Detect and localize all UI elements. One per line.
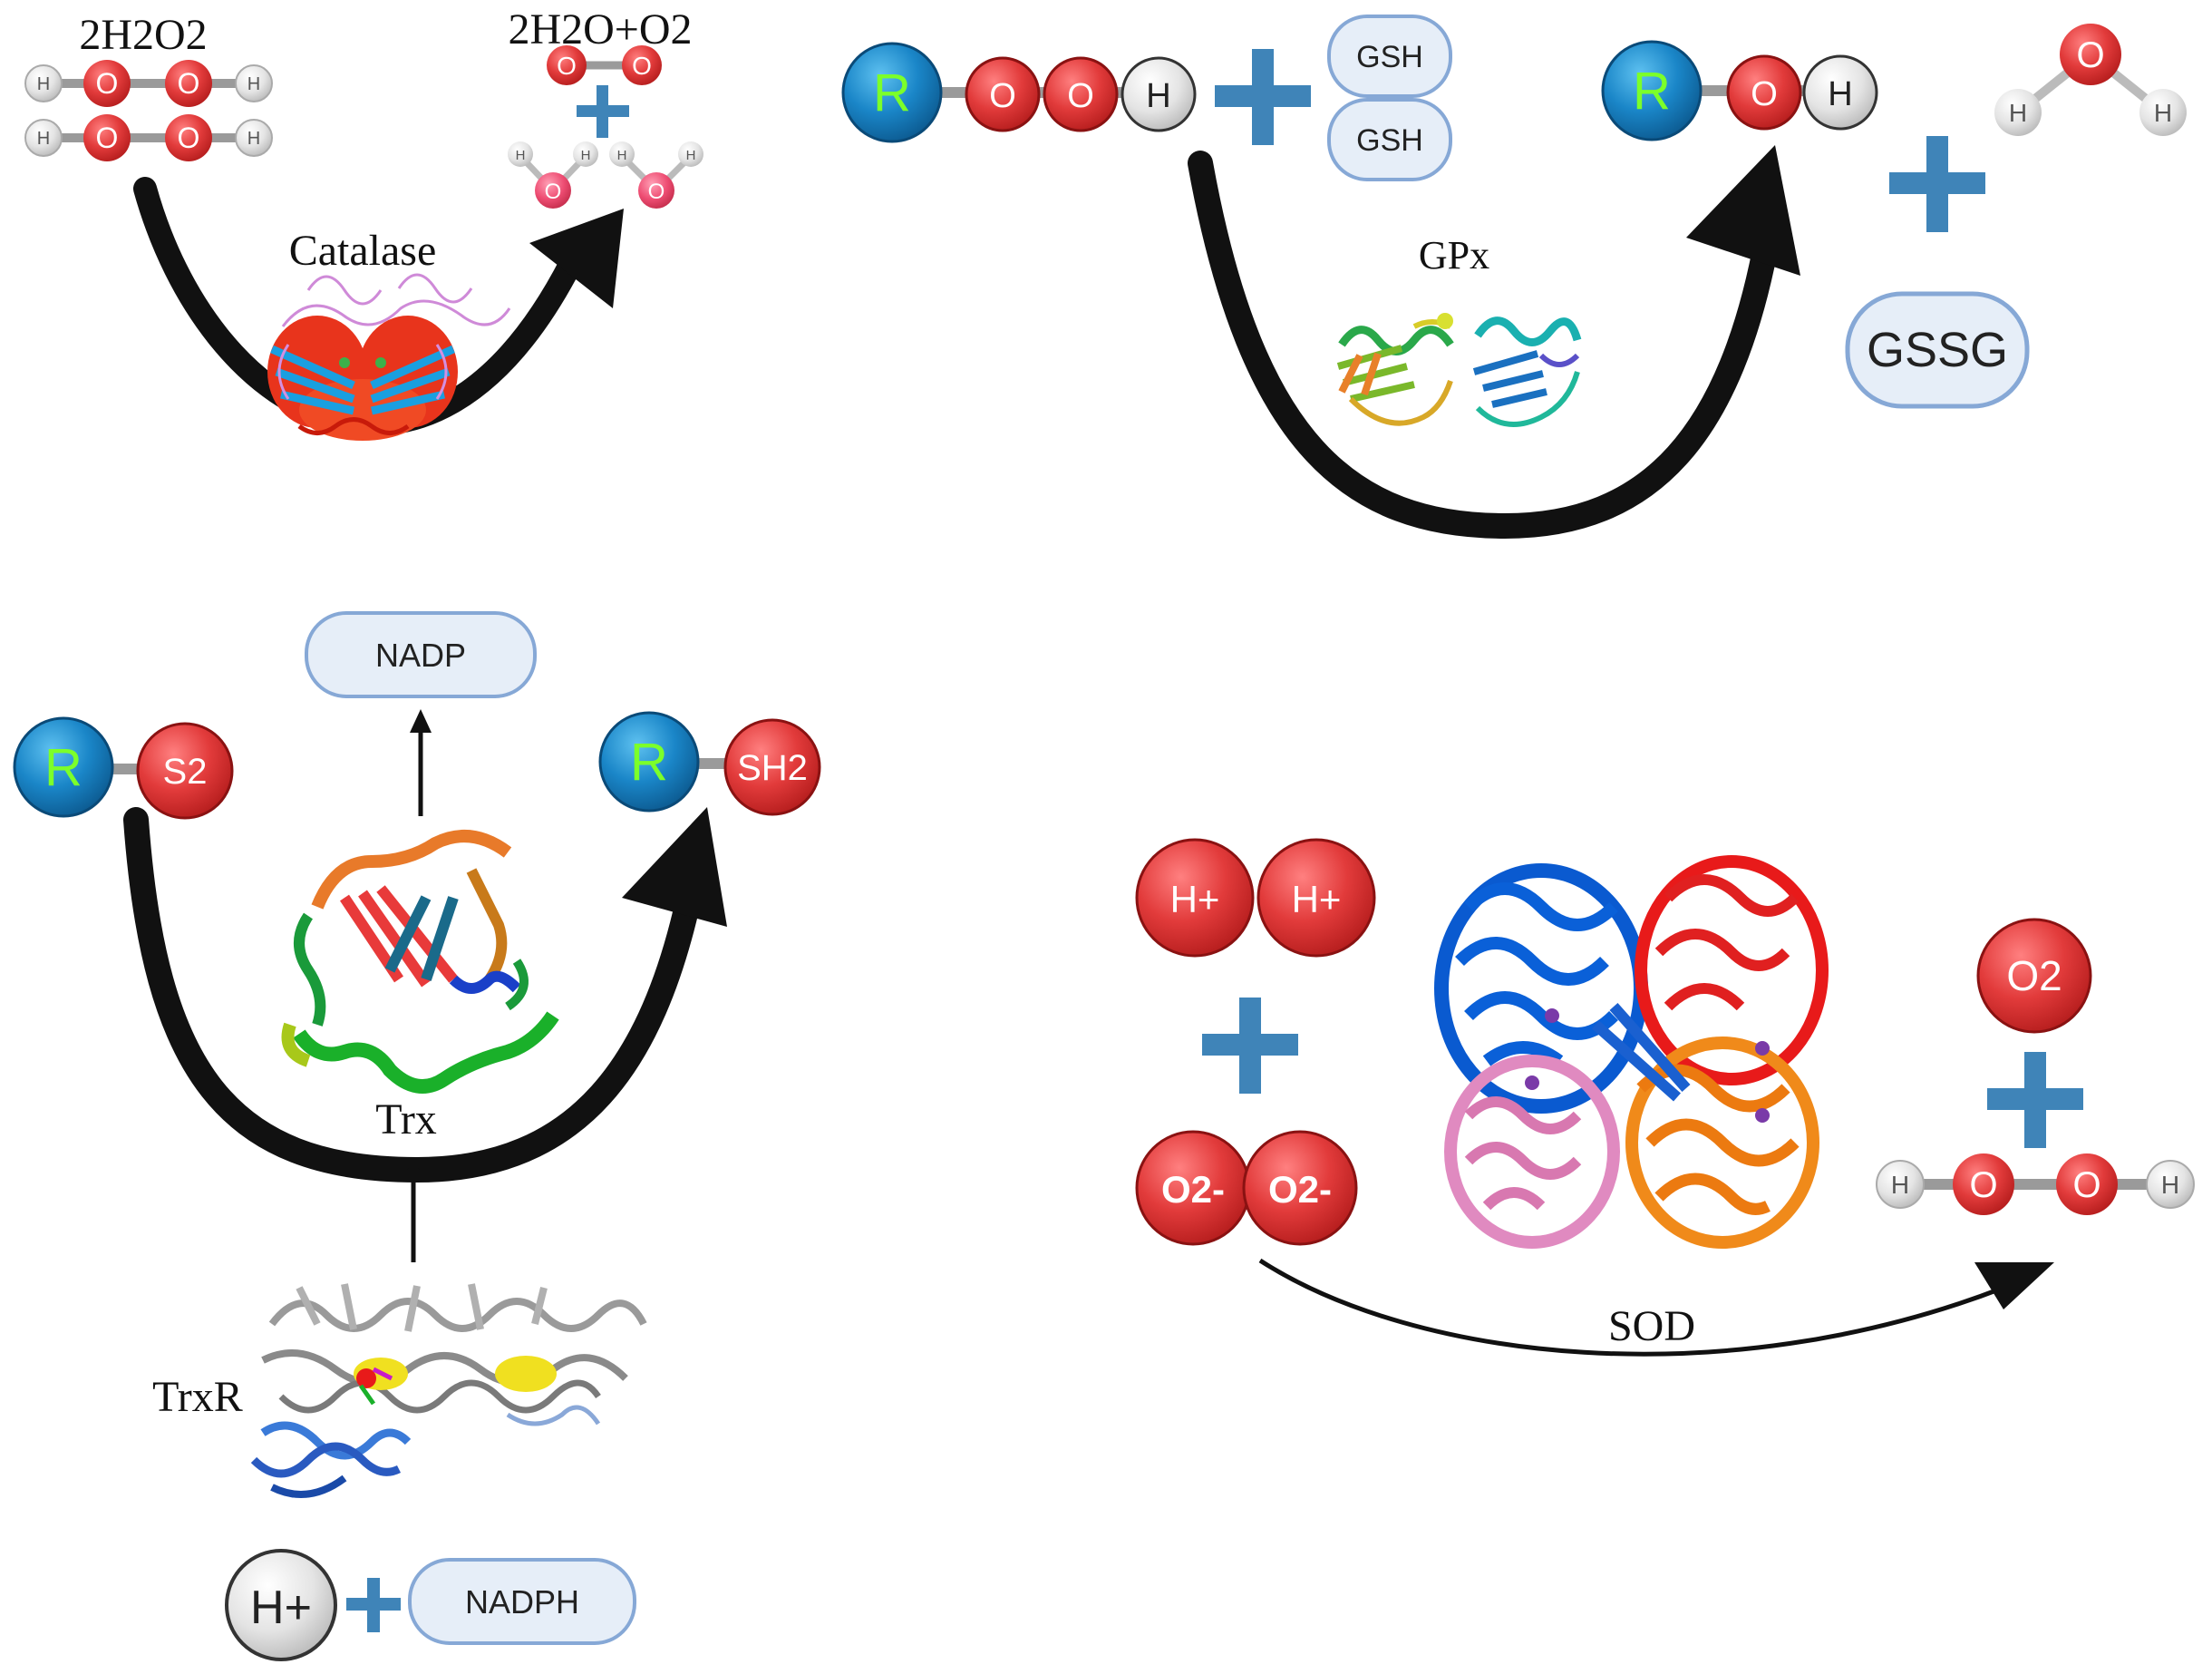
arrowhead-icon bbox=[1686, 145, 1800, 276]
svg-text:O: O bbox=[178, 67, 200, 100]
hydrogen-peroxide-molecule: H O O H bbox=[1876, 1153, 2195, 1215]
catalase-product-label: 2H2O+O2 bbox=[508, 5, 692, 54]
svg-text:H: H bbox=[1891, 1171, 1909, 1199]
svg-text:O: O bbox=[632, 52, 652, 80]
trxr-protein-structure bbox=[250, 1283, 647, 1498]
plus-icon bbox=[1202, 998, 1298, 1094]
water-molecule: H H O bbox=[1994, 24, 2187, 136]
svg-text:O2-: O2- bbox=[1268, 1168, 1332, 1211]
gpx-reaction-arrow bbox=[1188, 151, 1780, 540]
svg-text:GSH: GSH bbox=[1356, 123, 1423, 158]
trxr-enzyme-label: TrxR bbox=[152, 1373, 243, 1421]
svg-text:O: O bbox=[2076, 35, 2104, 75]
proton-molecule: H+ bbox=[225, 1549, 337, 1661]
gpx-panel: R O O H GSH GSH R O H bbox=[841, 15, 2187, 540]
catalase-protein-structure bbox=[267, 273, 511, 441]
svg-text:H: H bbox=[581, 148, 591, 163]
gpx-protein-structure bbox=[1336, 313, 1582, 427]
catalase-substrate-label: 2H2O2 bbox=[79, 11, 207, 59]
gsh-pill: GSH bbox=[1327, 15, 1452, 98]
svg-text:R: R bbox=[873, 63, 911, 122]
svg-text:O: O bbox=[557, 52, 577, 80]
trx-enzyme-label: Trx bbox=[375, 1095, 437, 1144]
svg-text:H: H bbox=[247, 129, 260, 149]
hydrogen-peroxide-molecule: H O O H bbox=[24, 114, 273, 161]
trx-protein-structure bbox=[281, 830, 559, 1094]
sod-panel: H+ H+ O2- O2- bbox=[1135, 838, 2195, 1357]
svg-text:H: H bbox=[2154, 99, 2172, 127]
hydrogen-peroxide-molecule: H O O H bbox=[24, 60, 273, 107]
svg-text:O2: O2 bbox=[2006, 952, 2062, 999]
arrowhead-icon bbox=[622, 807, 727, 927]
oxygen-molecule: O2 bbox=[1976, 918, 2092, 1034]
svg-text:O: O bbox=[178, 122, 200, 154]
water-molecule: H H O bbox=[609, 141, 703, 209]
svg-text:GSH: GSH bbox=[1356, 40, 1423, 74]
plus-icon bbox=[1987, 1052, 2083, 1148]
oxygen-molecule: O O bbox=[547, 45, 662, 85]
plus-icon bbox=[1889, 136, 1985, 232]
svg-text:R: R bbox=[630, 733, 668, 792]
plus-icon bbox=[1215, 49, 1311, 145]
svg-text:R: R bbox=[44, 738, 82, 797]
svg-text:O: O bbox=[545, 180, 562, 204]
svg-text:O2-: O2- bbox=[1161, 1168, 1225, 1211]
disulfide-molecule: R S2 bbox=[13, 716, 234, 820]
arrowhead-icon bbox=[410, 709, 432, 733]
nadph-pill: NADPH bbox=[408, 1558, 636, 1645]
proton-molecule: H+ bbox=[1135, 838, 1255, 958]
gssg-pill: GSSG bbox=[1845, 291, 2030, 409]
svg-text:H: H bbox=[2161, 1171, 2179, 1199]
sod-enzyme-label: SOD bbox=[1608, 1302, 1695, 1350]
water-molecule: H H O bbox=[508, 141, 598, 209]
arrowhead-icon bbox=[529, 209, 624, 308]
svg-text:H: H bbox=[37, 74, 50, 94]
sod-protein-structure bbox=[1434, 855, 1829, 1249]
svg-text:S2: S2 bbox=[163, 752, 208, 792]
svg-text:H: H bbox=[516, 148, 526, 163]
svg-text:NADP: NADP bbox=[375, 637, 466, 674]
svg-text:H+: H+ bbox=[250, 1582, 312, 1634]
svg-text:H: H bbox=[1828, 75, 1852, 113]
proton-molecule: H+ bbox=[1256, 838, 1376, 958]
plus-icon bbox=[577, 85, 629, 138]
svg-text:H: H bbox=[617, 148, 627, 163]
sod-reaction-arrow bbox=[1258, 1258, 2004, 1357]
arrowhead-icon bbox=[1974, 1262, 2054, 1309]
svg-text:H: H bbox=[686, 148, 696, 163]
svg-text:O: O bbox=[96, 67, 119, 100]
catalase-enzyme-label: Catalase bbox=[289, 227, 437, 275]
superoxide-molecule: O2- bbox=[1135, 1130, 1251, 1246]
svg-text:H: H bbox=[1146, 77, 1170, 115]
svg-text:O: O bbox=[96, 122, 119, 154]
svg-text:O: O bbox=[1067, 77, 1094, 115]
superoxide-molecule: O2- bbox=[1242, 1130, 1358, 1246]
svg-text:H+: H+ bbox=[1170, 878, 1220, 920]
svg-text:SH2: SH2 bbox=[737, 748, 808, 788]
svg-text:O: O bbox=[1969, 1165, 1997, 1205]
arrowhead-icon bbox=[403, 1157, 424, 1181]
catalase-panel: 2H2O2 2H2O+O2 H O O H H O O H bbox=[24, 5, 703, 441]
gpx-enzyme-label: GPx bbox=[1419, 233, 1489, 277]
svg-text:O: O bbox=[989, 77, 1016, 115]
svg-text:H: H bbox=[2009, 99, 2027, 127]
nadp-pill: NADP bbox=[305, 611, 537, 698]
svg-text:R: R bbox=[1633, 62, 1671, 121]
svg-text:O: O bbox=[2072, 1165, 2100, 1205]
svg-text:H: H bbox=[37, 129, 50, 149]
svg-text:O: O bbox=[1751, 75, 1778, 113]
svg-text:NADPH: NADPH bbox=[465, 1583, 579, 1620]
gsh-pill: GSH bbox=[1327, 98, 1452, 181]
svg-text:GSSG: GSSG bbox=[1867, 323, 2008, 377]
svg-text:H+: H+ bbox=[1292, 878, 1342, 920]
alcohol-molecule: R O H bbox=[1601, 40, 1878, 141]
thiol-molecule: R SH2 bbox=[598, 711, 821, 816]
svg-text:H: H bbox=[247, 74, 260, 94]
plus-icon bbox=[346, 1578, 401, 1632]
svg-text:O: O bbox=[648, 180, 665, 204]
trx-panel: NADP R S2 R SH2 bbox=[13, 611, 821, 1661]
hydroperoxide-molecule: R O O H bbox=[841, 42, 1197, 143]
